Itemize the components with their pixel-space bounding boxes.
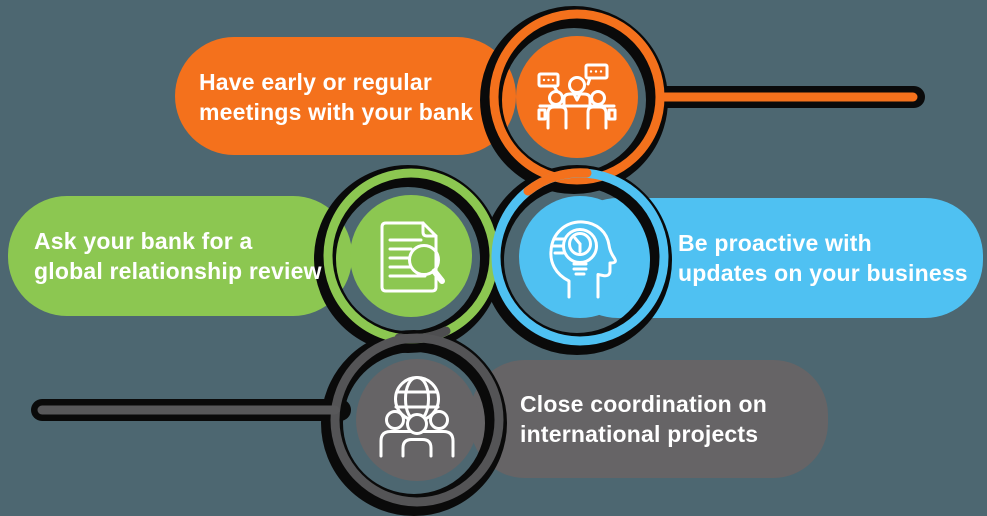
banner-meetings-pill (175, 37, 516, 155)
circle-proactive (519, 196, 641, 318)
connector-color-lines (37, 9, 918, 507)
banner-proactive-line1: Be proactive with (678, 230, 872, 256)
banner-coordination-line2: international projects (520, 421, 759, 447)
banner-review-label: Ask your bank for a global relationship … (34, 226, 322, 286)
document-outline (380, 221, 438, 293)
document-search-icon (380, 221, 445, 293)
banner-coordination-line1: Close coordination on (520, 391, 767, 417)
ring-meetings (489, 9, 665, 185)
head-outline (549, 220, 617, 299)
banner-meetings-label: Have early or regular meetings with your… (199, 67, 473, 127)
meeting-icon (537, 63, 617, 130)
banner-review-line2: global relationship review (34, 258, 322, 284)
speech-bubble-left (537, 72, 560, 88)
magnifier-lens (408, 244, 440, 276)
head-idea-icon (549, 220, 617, 299)
banner-coordination-label: Close coordination on international proj… (520, 389, 767, 449)
ring-proactive-orange-segment (523, 168, 592, 196)
banner-meetings-line1: Have early or regular (199, 69, 433, 95)
banner-coordination-pill (470, 360, 828, 478)
ring-coordination (330, 333, 504, 507)
banner-proactive-line2: updates on your business (678, 260, 968, 286)
banner-proactive-label: Be proactive with updates on your busine… (678, 228, 968, 288)
team-head-right (429, 410, 449, 430)
magnifier-handle (431, 268, 445, 284)
clock-face (568, 232, 592, 256)
document-fold (421, 221, 438, 238)
banner-meetings-line2: meetings with your bank (199, 99, 474, 125)
team-head-center (406, 413, 428, 435)
speech-bubble-right (584, 63, 609, 80)
banner-review-line1: Ask your bank for a (34, 228, 253, 254)
team-shoulders-center (401, 438, 433, 458)
global-team-icon (379, 376, 455, 458)
team-head-left (385, 410, 405, 430)
banner-review-pill (8, 196, 352, 316)
